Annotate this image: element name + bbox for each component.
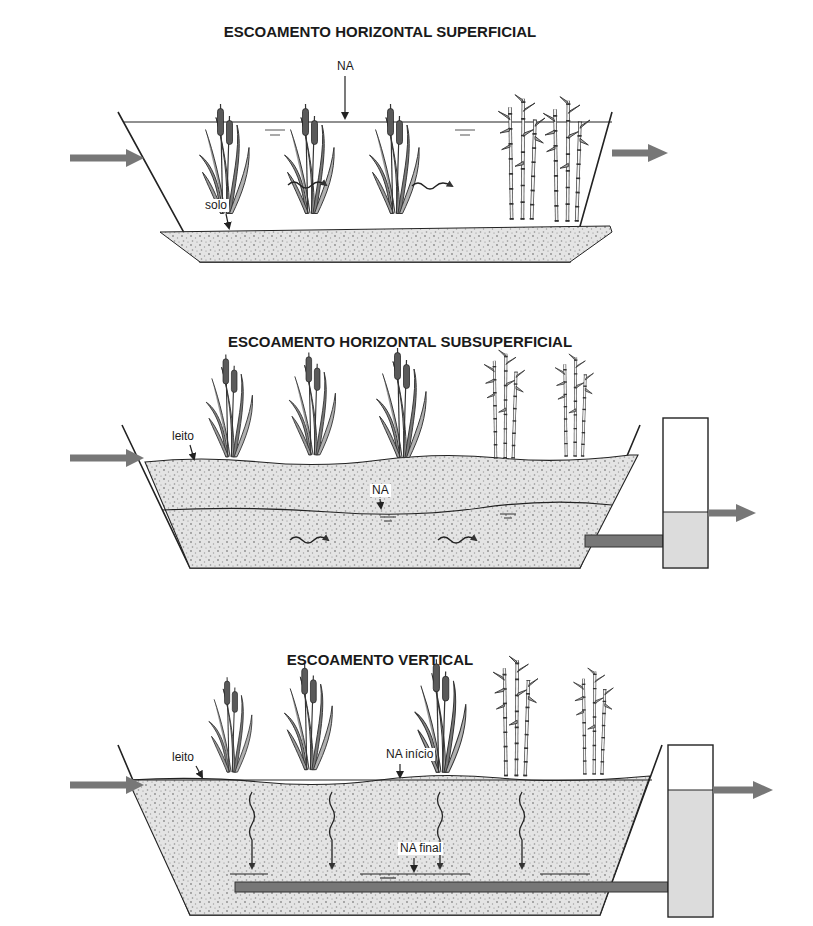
water-level-label: NA [335, 60, 356, 73]
water-level-label: NA início [384, 748, 435, 761]
section-heading: ESCOAMENTO VERTICAL [287, 652, 473, 669]
water-level-label: NA final [398, 842, 443, 855]
vertical-flow-wetland [70, 656, 773, 917]
bed-label: leito [170, 430, 196, 443]
section-heading: ESCOAMENTO HORIZONTAL SUBSUPERFICIAL [228, 334, 572, 351]
bed-label: leito [170, 751, 196, 764]
water-level-label: NA [370, 484, 391, 497]
soil-label: solo [203, 199, 229, 212]
section-heading: ESCOAMENTO HORIZONTAL SUPERFICIAL [224, 24, 537, 41]
surface-flow-wetland [70, 76, 668, 262]
subsurface-flow-wetland [70, 348, 756, 568]
